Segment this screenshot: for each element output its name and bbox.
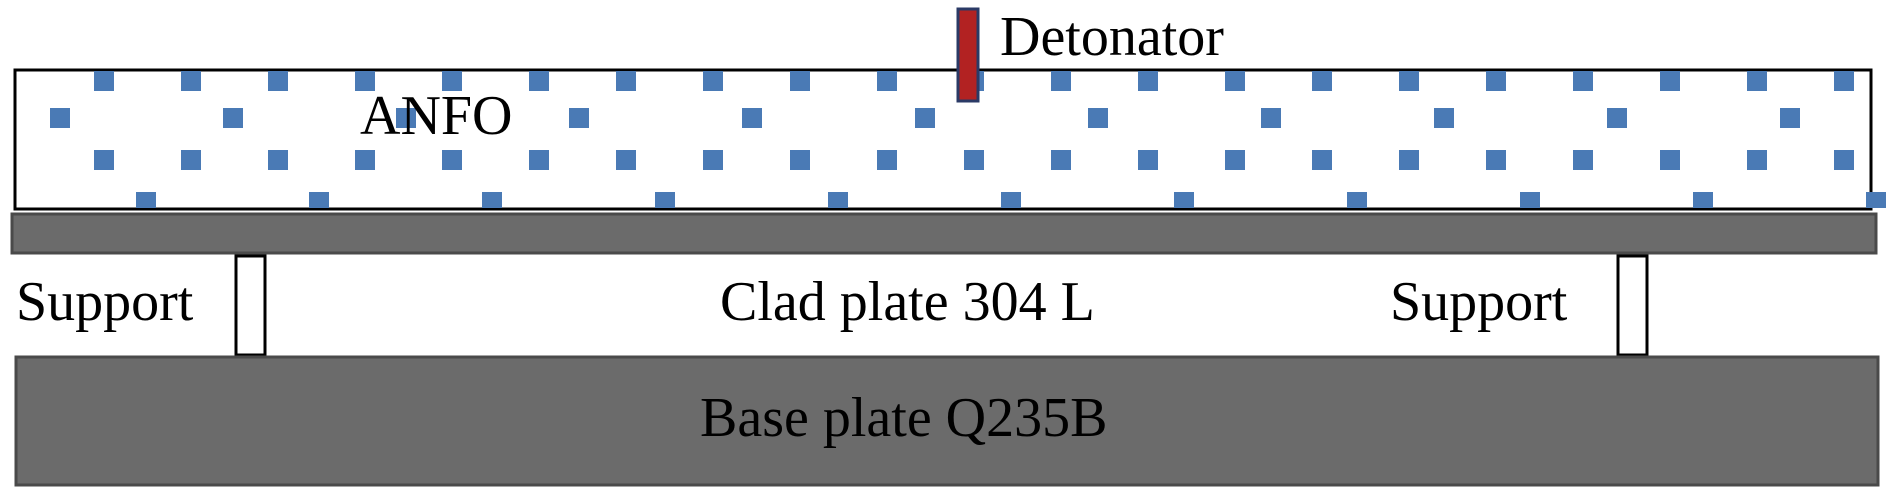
anfo-dot [1088,108,1108,128]
anfo-dot [1225,71,1245,91]
anfo-dot [1399,71,1419,91]
anfo-dot [964,150,984,170]
anfo-dot [703,71,723,91]
anfo-dot [877,71,897,91]
anfo-layer-box [13,68,1873,211]
anfo-dot [1051,150,1071,170]
anfo-dot [529,71,549,91]
anfo-dot [1780,108,1800,128]
anfo-dot [616,150,636,170]
anfo-dot [1693,192,1713,208]
anfo-dot [703,150,723,170]
anfo-dot [1225,150,1245,170]
anfo-dot [655,192,675,208]
anfo-dot [442,150,462,170]
base-plate-label: Base plate Q235B [700,387,1107,449]
anfo-dot [1434,108,1454,128]
anfo-dot [94,150,114,170]
anfo-dot [742,108,762,128]
anfo-dot [1834,71,1854,91]
anfo-dot [1261,108,1281,128]
anfo-dot [616,71,636,91]
anfo-layer [13,68,1886,211]
anfo-dot [529,150,549,170]
anfo-dot [1486,150,1506,170]
anfo-dot [136,192,156,208]
anfo-dot [268,71,288,91]
anfo-dot [1520,192,1540,208]
support-right-label: Support [1390,271,1568,333]
anfo-dot [790,150,810,170]
anfo-dot [1573,71,1593,91]
anfo-dot [1660,71,1680,91]
anfo-dot [1312,150,1332,170]
support-left [234,254,267,357]
detonator [956,7,980,103]
anfo-dot [94,71,114,91]
support-left-label: Support [16,271,194,333]
anfo-dot [1138,71,1158,91]
anfo-dot [1138,150,1158,170]
anfo-dot [1174,192,1194,208]
anfo-dot [1312,71,1332,91]
anfo-dot [396,108,416,128]
anfo-dot [790,71,810,91]
anfo-dot [569,108,589,128]
anfo-dot [1834,150,1854,170]
anfo-dot [1347,192,1367,208]
anfo-dot [915,108,935,128]
anfo-dot [50,108,70,128]
base-plate [14,355,1880,487]
anfo-dot [877,150,897,170]
anfo-dot [181,150,201,170]
clad-plate-label: Clad plate 304 L [720,271,1095,333]
anfo-dot [309,192,329,208]
anfo-dot [1660,150,1680,170]
anfo-dot [1399,150,1419,170]
anfo-dot [355,150,375,170]
anfo-dot [482,192,502,208]
anfo-dot [828,192,848,208]
anfo-dot [1607,108,1627,128]
anfo-dot [1747,150,1767,170]
support-right [1616,254,1649,357]
anfo-dot [181,71,201,91]
anfo-dot [355,71,375,91]
anfo-dot [223,108,243,128]
anfo-dot [1747,71,1767,91]
anfo-dot [1573,150,1593,170]
anfo-dot [268,150,288,170]
anfo-dot [1001,192,1021,208]
anfo-dot [1486,71,1506,91]
detonator-label: Detonator [1000,6,1224,68]
clad-plate [10,212,1878,255]
anfo-dot [442,71,462,91]
anfo-dot-pattern [50,71,1886,208]
anfo-dot [1051,71,1071,91]
anfo-label: ANFO [360,85,512,147]
anfo-dot [1866,192,1886,208]
